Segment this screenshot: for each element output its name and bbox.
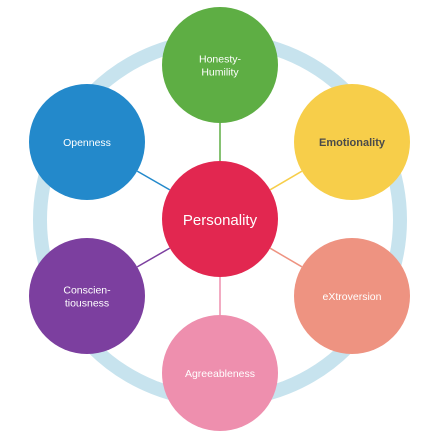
- node-circle-emotionality: [294, 84, 410, 200]
- node-honesty-humility: Honesty-Humility: [162, 7, 278, 123]
- center-node: Personality: [162, 161, 278, 277]
- node-circle-conscientiousness: [29, 238, 145, 354]
- spoke-emotionality: [269, 170, 303, 191]
- spoke-extroversion: [269, 247, 303, 268]
- node-circle-extroversion: [294, 238, 410, 354]
- node-extroversion: eXtroversion: [294, 238, 410, 354]
- node-label-conscientiousness: tiousness: [65, 298, 109, 310]
- node-label-emotionality: Emotionality: [319, 137, 386, 149]
- node-label-conscientiousness: Conscien-: [63, 285, 111, 297]
- node-label-honesty-humility: Humility: [201, 67, 239, 79]
- spoke-openness: [136, 170, 171, 191]
- node-circle-openness: [29, 84, 145, 200]
- spoke-conscientiousness: [136, 247, 171, 268]
- center-circle: [162, 161, 278, 277]
- center-label: Personality: [183, 212, 258, 229]
- spokes: [136, 123, 303, 315]
- node-conscientiousness: Conscien-tiousness: [29, 238, 145, 354]
- node-circle-honesty-humility: [162, 7, 278, 123]
- node-label-extroversion: eXtroversion: [323, 291, 382, 303]
- node-circle-agreeableness: [162, 315, 278, 431]
- node-emotionality: Emotionality: [294, 84, 410, 200]
- node-label-agreeableness: Agreeableness: [185, 368, 255, 380]
- node-label-openness: Openness: [63, 137, 111, 149]
- node-label-honesty-humility: Honesty-: [199, 54, 242, 66]
- node-openness: Openness: [29, 84, 145, 200]
- node-agreeableness: Agreeableness: [162, 315, 278, 431]
